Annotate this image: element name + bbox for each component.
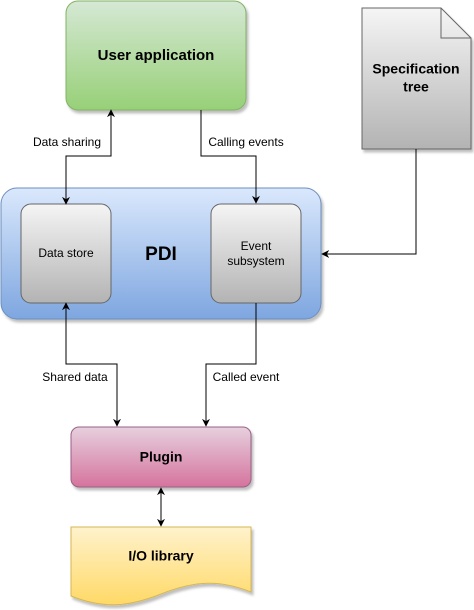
edge-spec-tree-to-pdi (321, 149, 417, 258)
event-subsystem-node: Event subsystem (210, 203, 302, 304)
edge-calling-events: Calling events (200, 110, 287, 204)
edge-calling-events-label: Calling events (208, 135, 283, 149)
specification-tree-node: Specification tree (361, 7, 472, 150)
data-store-label: Data store (38, 246, 94, 260)
edge-shared-data-label: Shared data (42, 370, 108, 384)
edge-data-sharing: Data sharing (30, 109, 115, 205)
edge-shared-data: Shared data (38, 302, 121, 427)
user-application-label: User application (98, 47, 215, 64)
io-library-node: I/O library (70, 526, 252, 606)
pdi-label: PDI (145, 244, 177, 265)
edge-data-sharing-label: Data sharing (33, 135, 101, 149)
data-store-node: Data store (20, 203, 112, 304)
specification-tree-label-line2: tree (403, 79, 429, 95)
specification-tree-label-line1: Specification (372, 61, 459, 77)
edge-called-event: Called event (202, 303, 284, 427)
edge-called-event-label: Called event (213, 370, 280, 384)
event-subsystem-label-line1: Event (241, 239, 272, 253)
event-subsystem-label-line2: subsystem (227, 254, 284, 268)
user-application-node: User application (65, 0, 247, 111)
plugin-node: Plugin (70, 426, 252, 488)
plugin-label: Plugin (140, 449, 183, 465)
io-library-label: I/O library (128, 548, 194, 564)
